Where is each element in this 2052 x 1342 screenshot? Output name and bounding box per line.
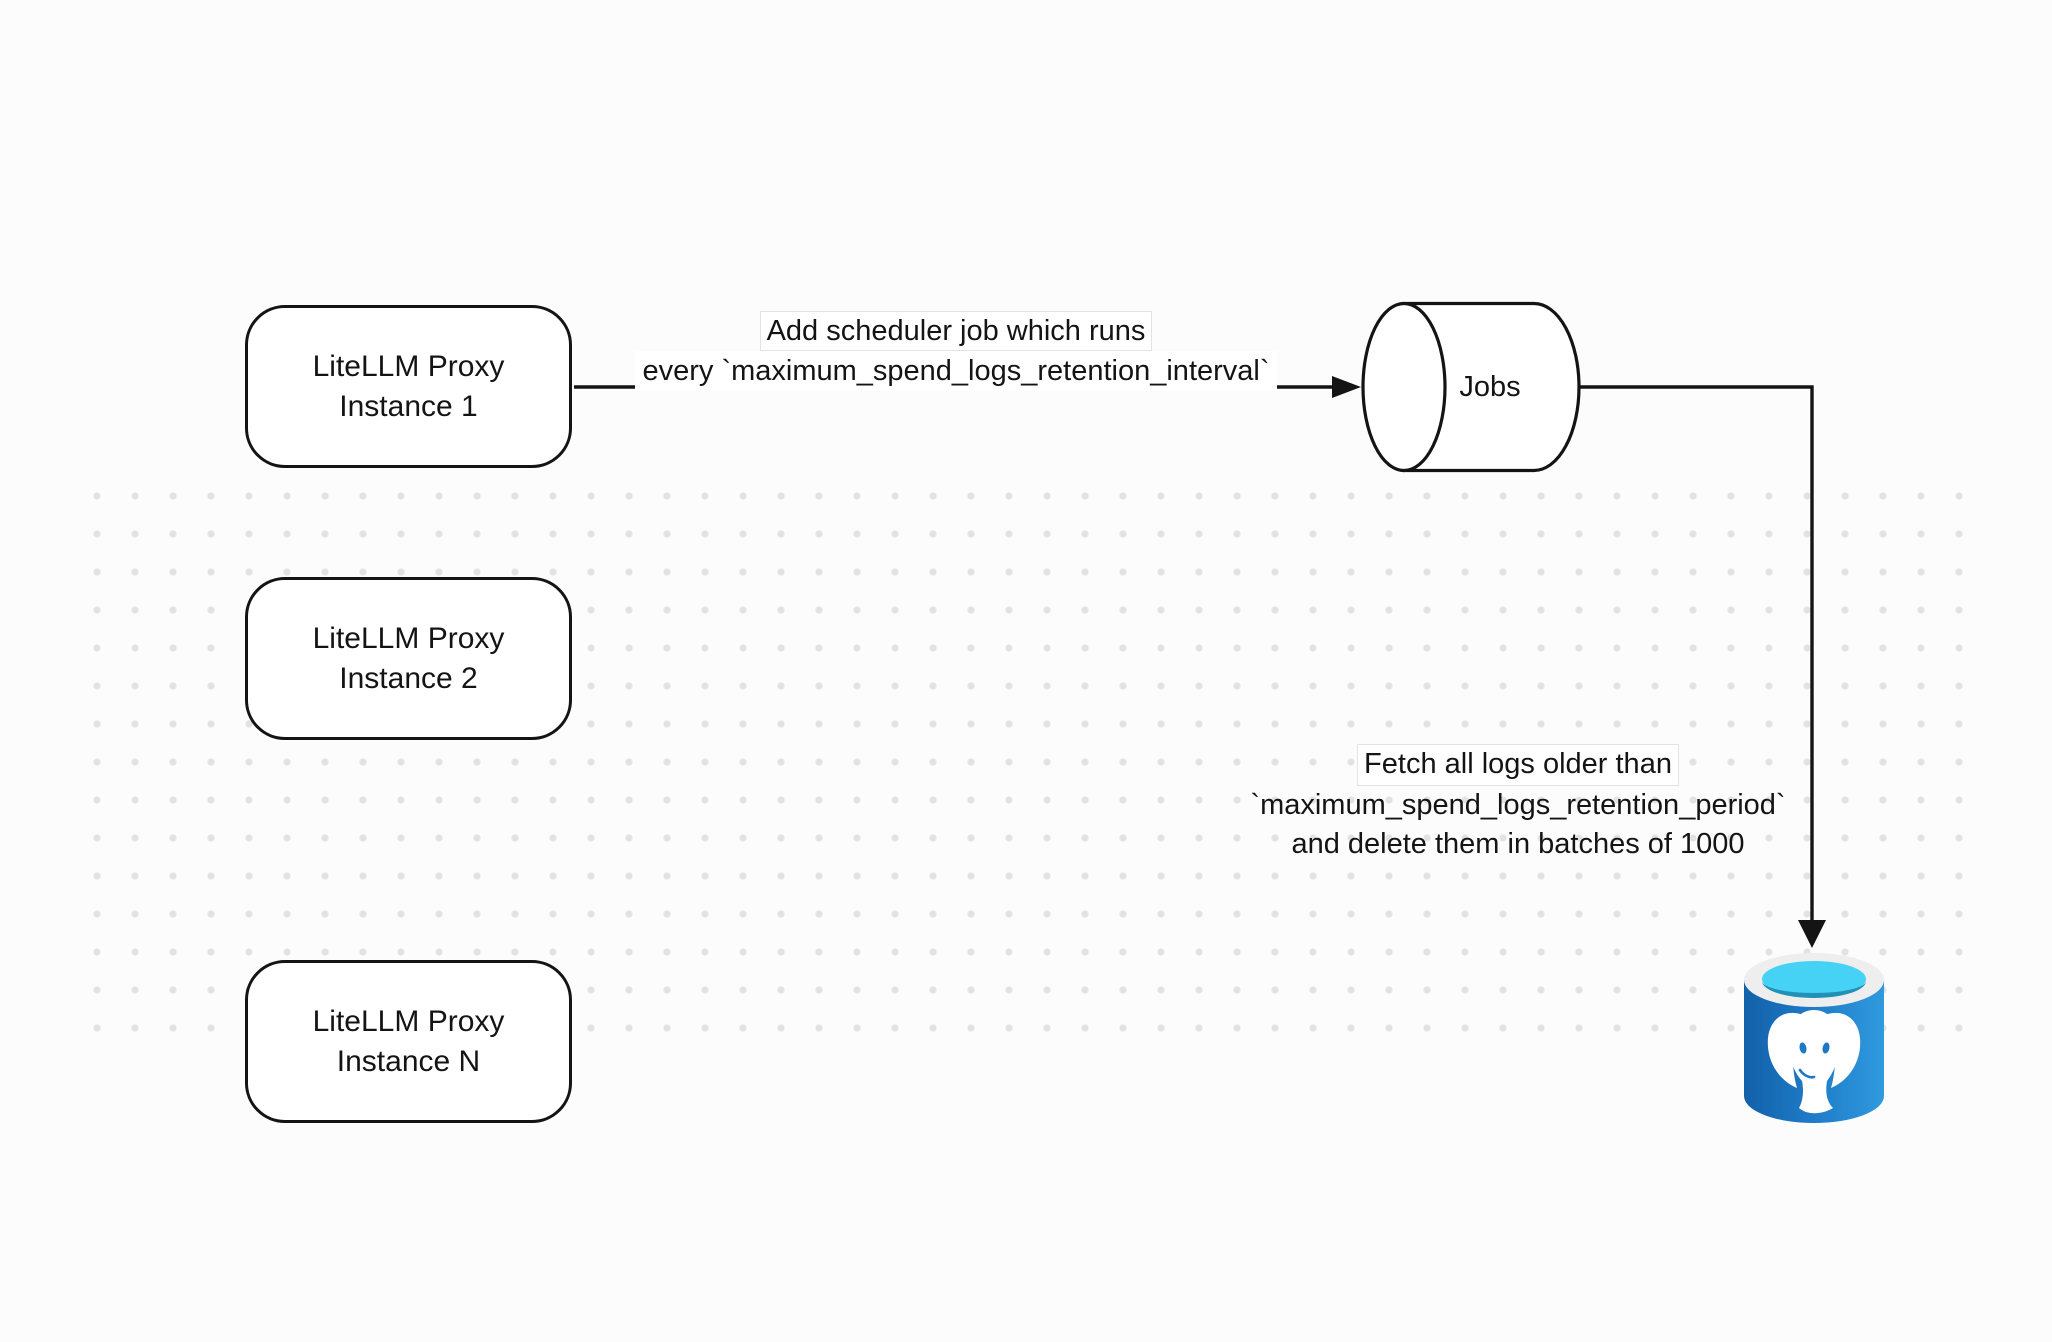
jobs-node-label: Jobs: [1459, 371, 1521, 403]
edge-label-line: Fetch all logs older than: [1164, 744, 1872, 786]
postgresql-icon: [1744, 953, 1884, 1123]
edge-fetch-arrow: [1579, 385, 1826, 948]
node-litellm-proxy-instance-n: LiteLLM Proxy Instance N: [245, 960, 572, 1123]
node-litellm-proxy-instance-1: LiteLLM Proxy Instance 1: [245, 305, 572, 468]
edge-label-line: and delete them in batches of 1000: [1291, 828, 1745, 860]
postgres-water: [1762, 961, 1866, 997]
jobs-queue-shape: [1361, 301, 1581, 473]
node-title: LiteLLM Proxy: [312, 349, 505, 383]
node-litellm-proxy-instance-2: LiteLLM Proxy Instance 2: [245, 577, 572, 740]
edge-label-line: every `maximum_spend_logs_retention_inte…: [600, 351, 1312, 391]
postgres-elephant: [1767, 1010, 1861, 1114]
edge-label-scheduler: Add scheduler job which runs every `maxi…: [600, 311, 1312, 391]
node-subtitle: Instance 1: [339, 389, 478, 423]
node-subtitle: Instance N: [336, 1044, 481, 1078]
edge-label-fetch: Fetch all logs older than `maximum_spend…: [1164, 744, 1872, 865]
edge-label-line: `maximum_spend_logs_retention_period`: [1250, 788, 1786, 821]
node-subtitle: Instance 2: [339, 661, 478, 695]
node-title: LiteLLM Proxy: [312, 1004, 505, 1038]
edge-label-line: Add scheduler job which runs: [600, 311, 1312, 351]
node-title: LiteLLM Proxy: [312, 621, 505, 655]
